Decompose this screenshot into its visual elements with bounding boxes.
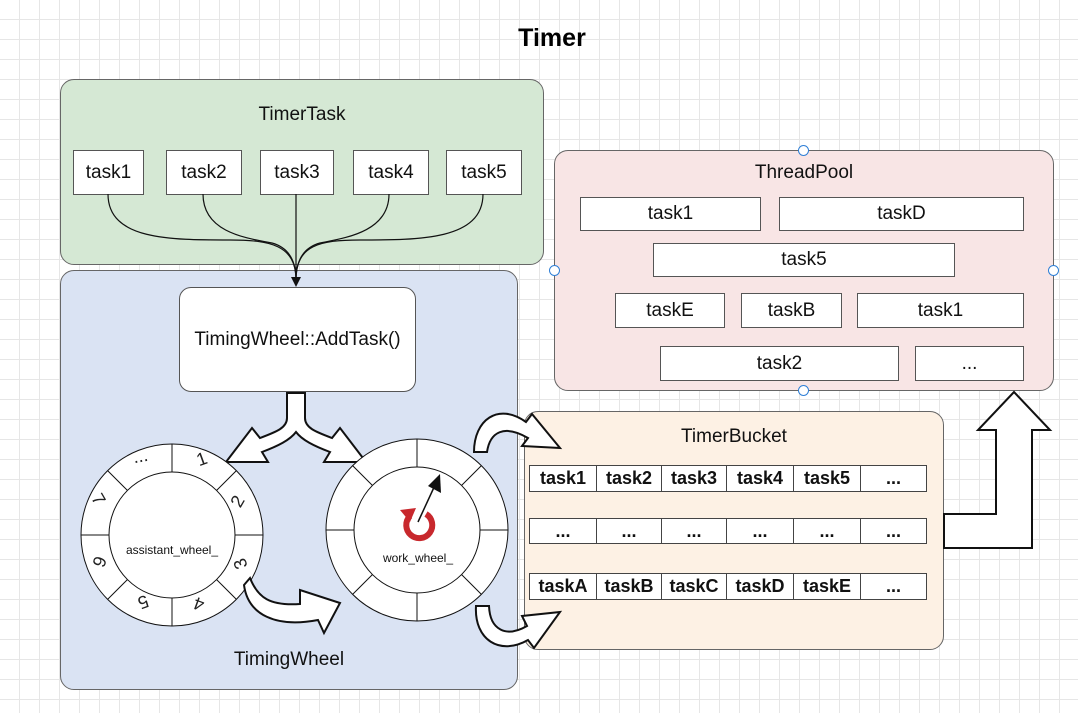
- timer-task-task3: task3: [260, 150, 334, 195]
- assistant-wheel: [80, 443, 264, 627]
- thread-pool-task-4: taskE: [615, 293, 725, 328]
- bucket-cell: taskD: [726, 573, 794, 600]
- selection-handle-left[interactable]: [549, 265, 560, 276]
- bucket-cell: taskA: [529, 573, 597, 600]
- timer-task-task4: task4: [353, 150, 429, 195]
- thread-pool-task-8: ...: [915, 346, 1024, 381]
- bucket-cell: ...: [860, 518, 927, 544]
- bucket-arrow-top: [472, 412, 563, 453]
- bucket-cell: taskE: [793, 573, 861, 600]
- bucket-cell: taskB: [596, 573, 662, 600]
- cascade-arrow: [242, 576, 342, 636]
- thread-pool-task-3: task5: [653, 243, 955, 277]
- thread-pool-arrow: [943, 390, 1053, 549]
- bucket-cell: task5: [793, 465, 861, 492]
- bucket-cell: ...: [860, 573, 927, 600]
- assistant-wheel-label: assistant_wheel_: [125, 543, 219, 557]
- selection-handle-bottom[interactable]: [798, 385, 809, 396]
- timing-wheel-title: TimingWheel: [233, 649, 345, 670]
- bucket-arrow-bottom: [474, 605, 563, 650]
- rotate-icon: [403, 511, 436, 542]
- timer-bucket-group: TimerBucket task1 task2 task3 task4 task…: [524, 411, 944, 650]
- thread-pool-task-1: task1: [580, 197, 761, 231]
- timer-task-title: TimerTask: [258, 104, 346, 125]
- thread-pool-task-5: taskB: [741, 293, 842, 328]
- thread-pool-task-2: taskD: [779, 197, 1024, 231]
- bucket-cell: task1: [529, 465, 597, 492]
- timer-task-task5: task5: [446, 150, 522, 195]
- thread-pool-task-6: task1: [857, 293, 1024, 328]
- thread-pool-task-7: task2: [660, 346, 899, 381]
- timer-task-task2: task2: [166, 150, 242, 195]
- bucket-cell: ...: [860, 465, 927, 492]
- bucket-cell: task2: [596, 465, 662, 492]
- timer-bucket-title: TimerBucket: [681, 426, 787, 447]
- work-wheel-label: work_wheel_: [382, 551, 454, 565]
- split-arrow: [223, 392, 369, 463]
- thread-pool-title: ThreadPool: [754, 162, 854, 183]
- add-task-box: TimingWheel::AddTask(): [179, 287, 416, 392]
- selection-handle-top[interactable]: [798, 145, 809, 156]
- pointer-arrow-icon: [428, 474, 441, 493]
- task-connectors: [107, 193, 484, 287]
- bucket-cell: task4: [726, 465, 794, 492]
- selection-handle-right[interactable]: [1048, 265, 1059, 276]
- diagram-title: Timer: [518, 24, 586, 52]
- bucket-cell: ...: [793, 518, 861, 544]
- work-wheel: [325, 438, 509, 622]
- timer-task-group: TimerTask task1 task2 task3 task4 task5: [60, 79, 544, 265]
- bucket-cell: taskC: [661, 573, 727, 600]
- bucket-cell: task3: [661, 465, 727, 492]
- bucket-cell: ...: [529, 518, 597, 544]
- thread-pool-group: ThreadPool task1 taskD task5 taskE taskB…: [554, 150, 1054, 391]
- bucket-cell: ...: [726, 518, 794, 544]
